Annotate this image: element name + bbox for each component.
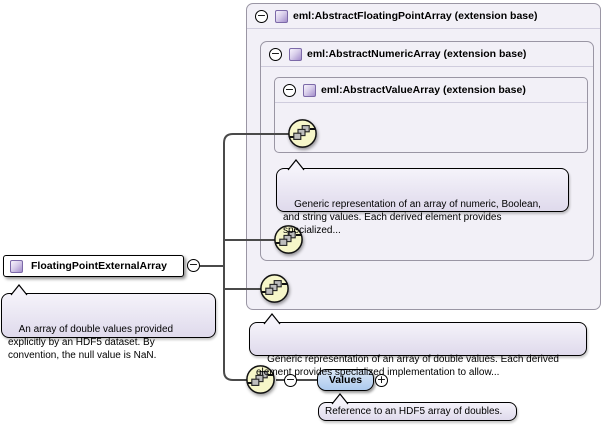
sequence-compositor-icon[interactable] [259,273,290,304]
annotation-bubble-values: Reference to an HDF5 array of doubles. [318,393,517,421]
collapse-toggle[interactable]: − [283,82,296,97]
annotation-text: Generic representation of an array of nu… [283,199,541,236]
annotation-tail [331,393,349,405]
complex-type-icon [275,9,288,23]
annotation-tail [287,159,305,171]
annotation-tail [263,313,281,325]
collapse-toggle[interactable]: − [255,8,268,23]
complex-type-icon [303,83,316,97]
annotation-text: An array of double values provided expli… [8,324,174,361]
sequence-compositor-icon[interactable] [273,224,304,255]
annotation-text: Reference to an HDF5 array of doubles. [325,406,503,417]
box-title: eml:AbstractFloatingPointArray (extensio… [293,10,538,22]
box-header: − eml:AbstractFloatingPointArray (extens… [247,4,600,29]
complex-type-icon [10,259,23,273]
sequence-compositor-icon[interactable] [287,118,318,149]
annotation-bubble-abstract-floating-point-array: Generic representation of an array of do… [249,313,587,378]
box-title: eml:AbstractValueArray (extension base) [321,84,526,96]
expand-toggle[interactable]: + [375,373,388,387]
complex-type-icon [289,47,302,61]
box-header: − eml:AbstractNumericArray (extension ba… [261,42,593,67]
collapse-toggle[interactable]: − [284,373,297,387]
extension-box-abstract-value-array: − eml:AbstractValueArray (extension base… [274,77,588,153]
annotation-tail [10,284,28,296]
box-title: eml:AbstractNumericArray (extension base… [307,48,527,60]
element-label: Values [328,374,363,386]
annotation-text: Generic representation of an array of do… [256,354,559,378]
collapse-toggle[interactable]: − [269,46,282,61]
box-header: − eml:AbstractValueArray (extension base… [275,78,587,103]
element-label: FloatingPointExternalArray [31,260,167,272]
sequence-compositor-icon[interactable] [245,364,276,395]
collapse-toggle[interactable]: − [187,258,200,272]
annotation-bubble-main-element: An array of double values provided expli… [1,284,216,361]
element-values[interactable]: Values [317,369,374,391]
element-floating-point-external-array[interactable]: FloatingPointExternalArray [3,255,184,277]
annotation-bubble-abstract-value-array: Generic representation of an array of nu… [276,159,569,236]
